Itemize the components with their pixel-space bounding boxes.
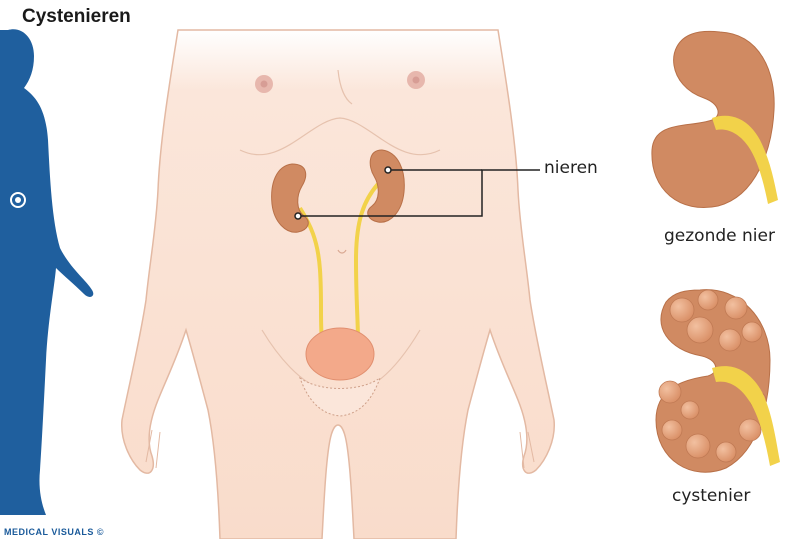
cystic-kidney-label: cystenier (672, 486, 750, 506)
cystic-kidney-illustration (656, 290, 780, 473)
credit-text: MEDICAL VISUALS © (4, 527, 104, 537)
page-title: Cystenieren (22, 6, 131, 28)
kidneys-label: nieren (544, 158, 598, 178)
healthy-kidney-illustration (652, 31, 778, 207)
human-silhouette-icon (0, 29, 93, 515)
torso (122, 30, 555, 539)
bladder (306, 328, 374, 380)
healthy-kidney-label: gezonde nier (664, 226, 775, 246)
